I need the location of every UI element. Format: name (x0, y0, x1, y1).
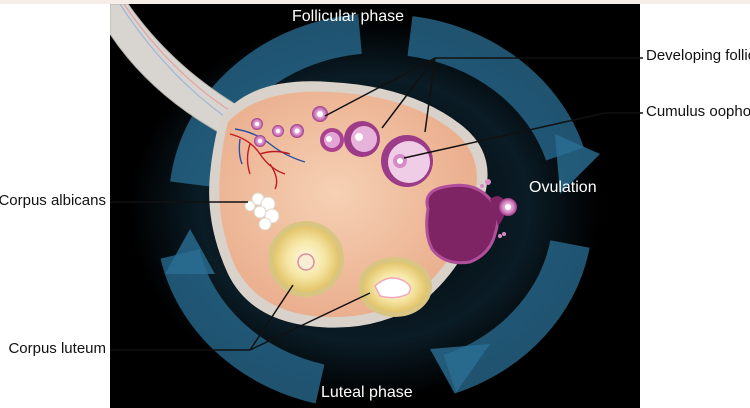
corpus-albicans-label: Corpus albicans (0, 192, 106, 209)
developing-follicles-label-clip: Developing follicles (646, 47, 750, 69)
corpus-albicans-label-clip: Corpus albicans (0, 192, 108, 214)
cumulus-oophorus-label-clip: Cumulus oophorus (646, 103, 750, 125)
corpus-luteum-label: Corpus luteum (8, 340, 106, 357)
developing-follicles-label: Developing follicles (646, 47, 750, 64)
cumulus-oophorus-label: Cumulus oophorus (646, 103, 750, 120)
corpus-luteum-label-clip: Corpus luteum (0, 340, 108, 362)
